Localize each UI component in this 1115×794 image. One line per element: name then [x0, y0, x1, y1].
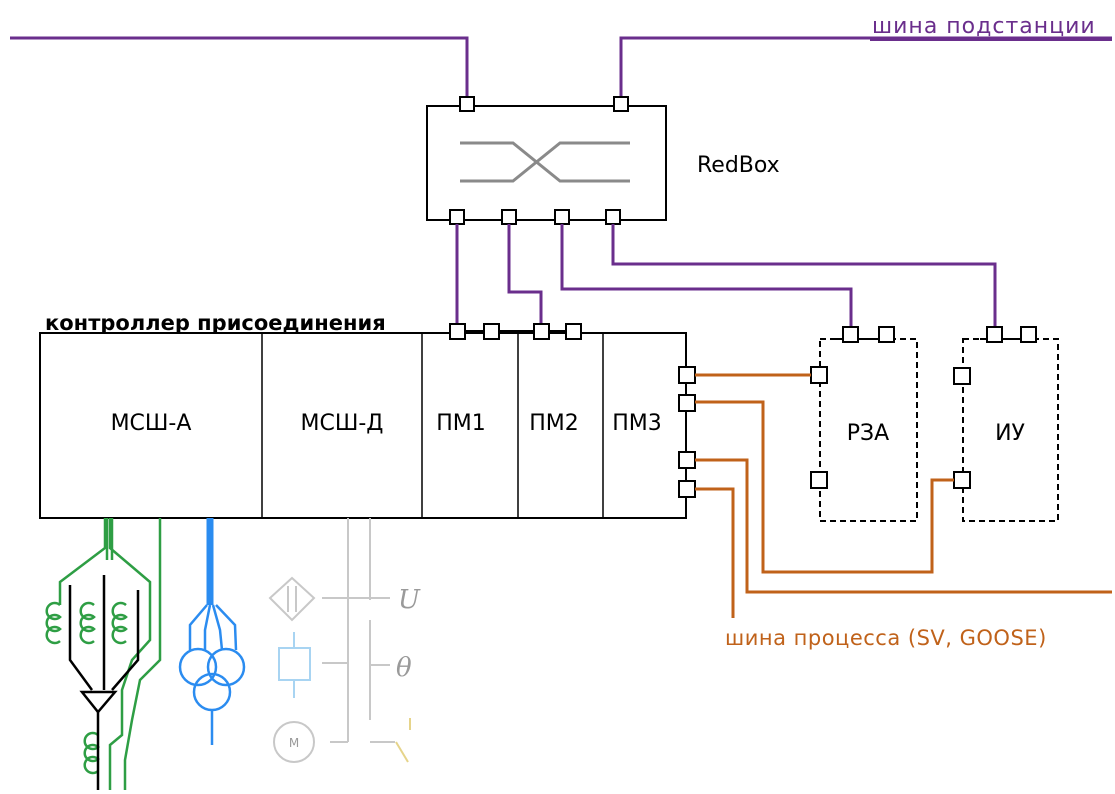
controller-title: контроллер присоединения — [45, 311, 386, 335]
primary-circuit — [68, 575, 140, 790]
pm1-port-1 — [449, 323, 466, 340]
redbox-port-bottom-4 — [605, 209, 621, 225]
star-point-symbol — [79, 690, 118, 714]
module-pm1: ПМ1 — [436, 411, 486, 436]
module-msh-a: МСШ-А — [111, 411, 192, 436]
motor-icon — [273, 721, 315, 763]
motor-label: M — [289, 736, 299, 750]
redbox — [426, 96, 667, 225]
module-pm3: ПМ3 — [612, 411, 662, 436]
vt-winding-1 — [178, 647, 218, 687]
pm2-port-1 — [533, 323, 550, 340]
redbox-port-top-2 — [613, 96, 629, 112]
pm2-port-2 — [565, 323, 582, 340]
greyed-signals — [268, 518, 395, 763]
pm1-port-2 — [483, 323, 500, 340]
redbox-port-bottom-1 — [449, 209, 465, 225]
device-rza — [810, 326, 918, 522]
station-bus-line-right — [619, 36, 1112, 97]
redbox-port-bottom-2 — [501, 209, 517, 225]
station-bus — [10, 36, 1112, 97]
pm3-port-2 — [678, 394, 696, 412]
process-bus-label: шина процесса (SV, GOOSE) — [725, 626, 1047, 650]
relay-icon — [278, 632, 311, 698]
voltage-sensor-label: U — [398, 585, 421, 615]
temperature-sensor-label: θ — [396, 653, 412, 683]
pm3-port-4 — [678, 480, 696, 498]
module-pm2: ПМ2 — [529, 411, 579, 436]
pm3-port-1 — [678, 366, 696, 384]
device-rza-label: РЗА — [847, 421, 889, 446]
redbox-port-top-1 — [459, 96, 475, 112]
ct-coils — [45, 601, 128, 775]
device-iu-label: ИУ — [995, 421, 1025, 446]
redbox-downlinks — [455, 224, 997, 326]
pm3-port-3 — [678, 451, 696, 469]
station-bus-line-left — [10, 36, 469, 97]
contact-icon — [395, 718, 411, 763]
redbox-label: RedBox — [697, 153, 780, 178]
device-iu — [953, 326, 1059, 522]
process-bus — [695, 373, 1112, 618]
vt-winding-2 — [206, 647, 246, 687]
bay-controller: МСШ-А МСШ-Д ПМ1 ПМ2 ПМ3 — [39, 323, 696, 519]
redbox-port-bottom-3 — [554, 209, 570, 225]
station-bus-label: шина подстанции — [872, 14, 1096, 39]
current-circuits — [58, 518, 162, 790]
voltage-circuits — [178, 518, 246, 745]
module-msh-d: МСШ-Д — [301, 411, 384, 436]
redbox-switch-symbol — [460, 141, 630, 183]
sensor-diamond-icon — [268, 576, 316, 622]
